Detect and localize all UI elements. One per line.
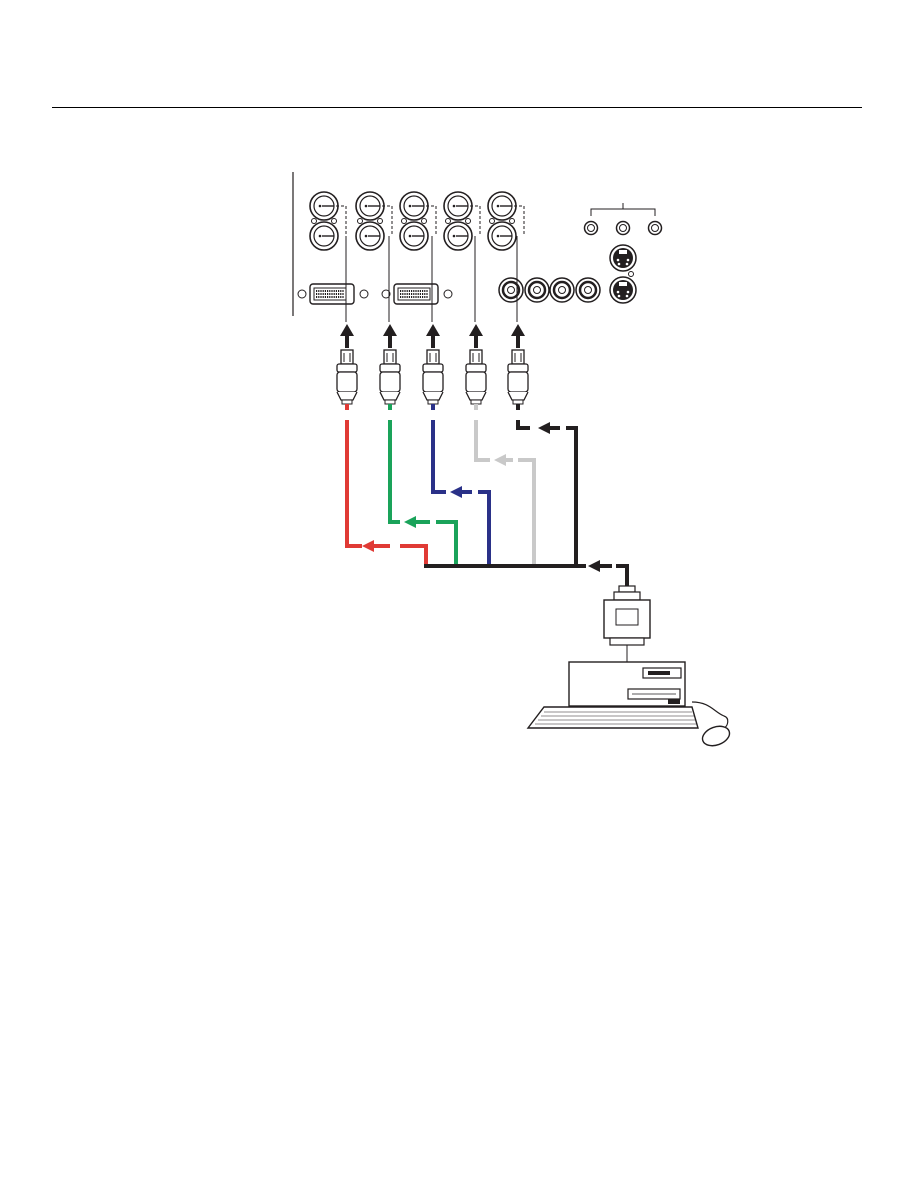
panel-bnc-column-1 bbox=[310, 192, 346, 250]
bnc-panel bbox=[310, 192, 524, 250]
rca-jacks bbox=[499, 278, 600, 302]
dvi-port-2 bbox=[382, 284, 452, 304]
panel-bnc-column-2 bbox=[356, 192, 392, 250]
dvi-port-1 bbox=[298, 284, 368, 304]
audio-jack-1 bbox=[585, 222, 598, 235]
audio-jack-2 bbox=[617, 222, 630, 235]
bnc-connector-icon bbox=[337, 324, 357, 410]
audio-jacks bbox=[585, 203, 662, 235]
guide-lines bbox=[346, 236, 517, 322]
bnc-connector-icon bbox=[508, 324, 528, 410]
bnc-connector-icon bbox=[380, 324, 400, 410]
bnc-connector-icon bbox=[466, 324, 486, 410]
panel-bnc-column-5 bbox=[488, 192, 524, 250]
rca-jack-1 bbox=[499, 278, 523, 302]
svideo-port-1 bbox=[610, 245, 636, 271]
panel-bnc-column-3 bbox=[400, 192, 436, 250]
cable-red bbox=[347, 420, 426, 566]
bnc-connector-icon bbox=[423, 324, 443, 410]
rca-jack-3 bbox=[550, 278, 574, 302]
audio-jack-3 bbox=[649, 222, 662, 235]
desktop-computer-icon bbox=[528, 662, 732, 749]
rca-jack-4 bbox=[576, 278, 600, 302]
mouse-icon bbox=[700, 723, 732, 749]
cable-blue bbox=[433, 420, 489, 566]
rca-jack-2 bbox=[525, 278, 549, 302]
bnc-plugs bbox=[337, 324, 528, 410]
svideo-indicator bbox=[629, 272, 634, 277]
vga-connector-icon bbox=[604, 586, 650, 662]
trunk-arrow bbox=[588, 560, 627, 586]
svideo-port-2 bbox=[610, 277, 636, 303]
cable-black bbox=[518, 420, 576, 566]
